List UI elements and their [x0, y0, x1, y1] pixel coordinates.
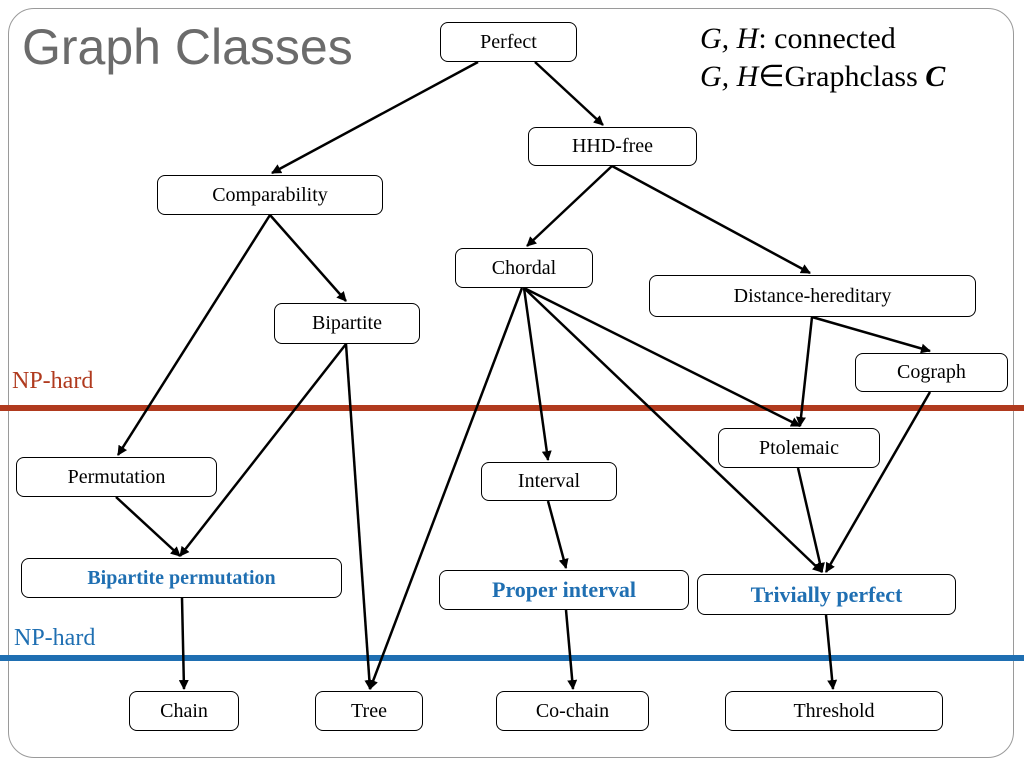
slide-frame	[8, 8, 1014, 758]
slide-title: Graph Classes	[22, 19, 353, 75]
edge-hhd-free-to-chordal	[526, 165, 613, 247]
node-hhd-free[interactable]: HHD-free	[528, 127, 697, 166]
edge-chordal-to-tree	[368, 287, 524, 690]
edge-bipartite-to-bipartite-permutation	[179, 343, 347, 557]
legend-line-2: G, H∈Graphclass C	[700, 58, 945, 96]
node-threshold[interactable]: Threshold	[725, 691, 943, 731]
legend-vars-2: G, H	[700, 60, 759, 93]
edge-chordal-to-ptolemaic	[523, 286, 801, 428]
node-distance-hereditary[interactable]: Distance-hereditary	[649, 275, 976, 317]
node-cograph[interactable]: Cograph	[855, 353, 1008, 392]
edge-perfect-to-hhd-free	[534, 61, 604, 126]
np-hard-band-upper	[0, 405, 1024, 411]
node-interval[interactable]: Interval	[481, 462, 617, 501]
node-tree[interactable]: Tree	[315, 691, 423, 731]
edge-comparability-to-bipartite	[269, 214, 347, 302]
legend-text-2: ∈Graphclass	[758, 60, 926, 93]
node-ptolemaic[interactable]: Ptolemaic	[718, 428, 880, 468]
np-hard-label-lower: NP-hard	[14, 625, 96, 651]
node-permutation[interactable]: Permutation	[16, 457, 217, 497]
edge-permutation-to-bipartite-permutation	[115, 496, 181, 557]
edge-cograph-to-trivially-perfect	[824, 391, 932, 573]
legend-class-symbol: C	[925, 60, 946, 93]
legend-text-1: : connected	[758, 22, 896, 55]
legend-vars-1: G, H	[700, 22, 759, 55]
node-co-chain[interactable]: Co-chain	[496, 691, 649, 731]
node-chain[interactable]: Chain	[129, 691, 239, 731]
edge-bipartite-to-tree	[344, 343, 375, 690]
legend: G, H: connected G, H∈Graphclass C	[700, 20, 945, 96]
edge-comparability-to-permutation	[116, 214, 272, 456]
edge-distance-hereditary-to-cograph	[811, 315, 931, 354]
node-comparability[interactable]: Comparability	[157, 175, 383, 215]
edge-bipartite-permutation-to-chain	[178, 597, 189, 690]
edge-ptolemaic-to-trivially-perfect	[796, 467, 825, 573]
np-hard-band-lower	[0, 655, 1024, 661]
node-perfect[interactable]: Perfect	[440, 22, 577, 62]
edge-chordal-to-trivially-perfect	[523, 287, 823, 573]
node-proper-interval[interactable]: Proper interval	[439, 570, 689, 610]
edge-perfect-to-comparability	[271, 60, 479, 175]
edge-proper-interval-to-co-chain	[564, 609, 578, 690]
edge-hhd-free-to-distance-hereditary	[611, 164, 811, 275]
edge-distance-hereditary-to-ptolemaic	[796, 316, 814, 427]
edge-interval-to-proper-interval	[546, 500, 569, 569]
edge-trivially-perfect-to-threshold	[824, 614, 838, 690]
node-chordal[interactable]: Chordal	[455, 248, 593, 288]
node-bipartite[interactable]: Bipartite	[274, 303, 420, 344]
legend-line-1: G, H: connected	[700, 20, 945, 58]
node-trivially-perfect[interactable]: Trivially perfect	[697, 574, 956, 615]
edge-chordal-to-interval	[522, 287, 552, 461]
node-bipartite-permutation[interactable]: Bipartite permutation	[21, 558, 342, 598]
np-hard-label-upper: NP-hard	[12, 368, 94, 394]
